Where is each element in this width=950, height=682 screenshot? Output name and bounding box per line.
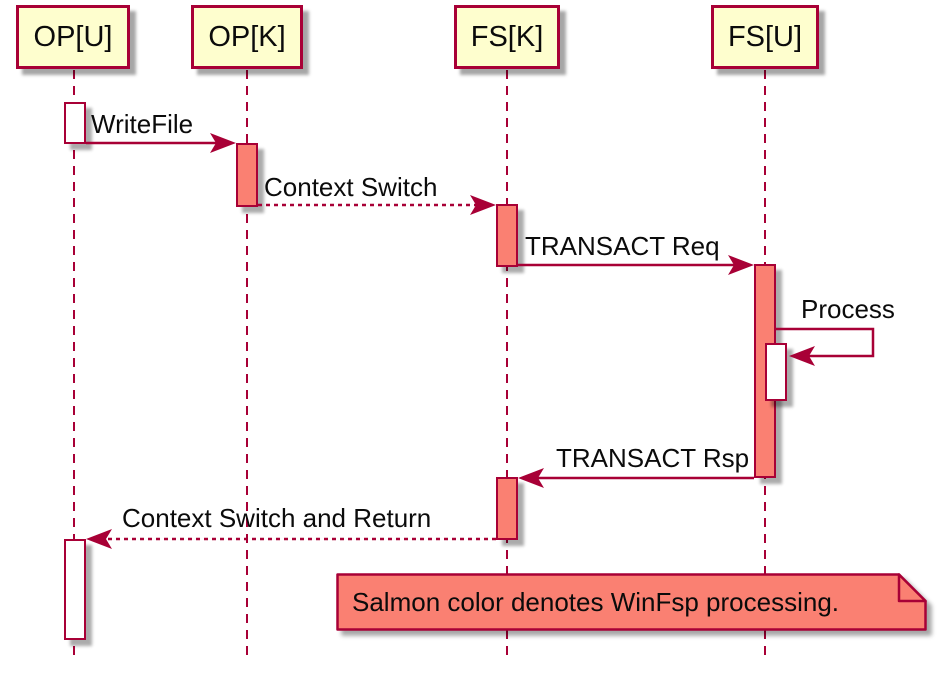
note-shape	[336, 573, 927, 631]
note-text: Salmon color denotes WinFsp processing.	[352, 586, 840, 617]
message-arrow-process-self	[776, 327, 875, 366]
message-arrow-transact-rsp	[518, 468, 754, 488]
message-label-context-switch: Context Switch	[264, 172, 438, 202]
activation-op-u-writefile	[64, 102, 86, 144]
note-fold-icon	[897, 573, 927, 603]
activation-fs-k-response	[496, 477, 518, 540]
note: Salmon color denotes WinFsp processing.	[336, 573, 927, 631]
message-label-process: Process	[801, 294, 895, 324]
message-label-transact-rsp: TRANSACT Rsp	[556, 443, 750, 473]
message-label-transact-req: TRANSACT Req	[525, 231, 720, 261]
message-arrow-context-switch	[258, 195, 496, 215]
message-label-writefile: WriteFile	[91, 109, 194, 139]
message-arrow-transact-req	[518, 255, 754, 275]
message-arrow-context-switch-return	[86, 529, 496, 549]
activation-fs-k-request	[496, 204, 518, 267]
note-body	[336, 573, 927, 631]
participant-op-k: OP[K]	[191, 5, 303, 69]
activation-op-k-processing	[236, 143, 258, 207]
activation-fs-u-process-inner	[765, 343, 787, 401]
participant-fs-u: FS[U]	[711, 5, 819, 69]
message-arrow-writefile	[86, 133, 236, 153]
activation-op-u-return	[64, 539, 86, 640]
message-label-context-switch-return: Context Switch and Return	[122, 503, 432, 533]
participant-op-u: OP[U]	[16, 5, 130, 69]
participant-fs-k: FS[K]	[454, 5, 560, 69]
